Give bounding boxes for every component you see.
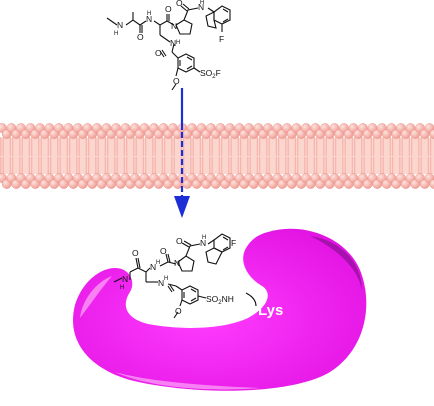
bottom-so2nh: SO2NH <box>206 294 234 306</box>
top-o-3: O <box>176 0 183 8</box>
bottom-o-2: O <box>160 246 167 256</box>
bottom-f: F <box>231 238 236 248</box>
top-n-mid: N <box>146 14 152 24</box>
bottom-h-methyl: H <box>120 285 124 291</box>
bottom-o-3: O <box>132 248 139 258</box>
arrow-head <box>174 196 190 218</box>
lipid-heads-bottom <box>0 173 434 189</box>
top-n-methyl: N <box>117 20 123 30</box>
bottom-n-mid: N <box>150 262 156 272</box>
top-n-ring: N <box>171 21 177 31</box>
lys-label: Lys <box>258 302 283 319</box>
lipid-head <box>429 179 434 189</box>
bottom-molecule-bonds <box>113 233 257 319</box>
protein: Lys <box>73 228 367 391</box>
bottom-n-lower: N <box>158 278 164 288</box>
bottom-n-ring: N <box>174 258 180 268</box>
top-o-1: O <box>137 32 144 42</box>
bottom-n-methyl: N <box>122 274 128 284</box>
top-o-carbonyl: O <box>155 48 162 58</box>
lipid-tails <box>0 137 432 176</box>
protein-shadow-top <box>310 236 362 290</box>
membrane-core <box>0 138 434 174</box>
cell-membrane <box>0 123 434 189</box>
top-o-methoxy: O <box>173 76 180 86</box>
top-f: F <box>219 34 224 44</box>
protein-body <box>73 228 367 391</box>
bottom-o-methoxy: O <box>175 306 182 316</box>
top-h-methyl: H <box>114 31 118 37</box>
top-h-lower: H <box>176 40 180 46</box>
top-so2f: SO2F <box>200 68 221 80</box>
transport-arrow <box>174 88 190 218</box>
top-n-lower: N <box>170 38 176 48</box>
bottom-h-mid: H <box>156 260 160 266</box>
lipid-heads-top <box>0 123 434 139</box>
bottom-molecule: N N H F O O O N H N H N H O SO2NH <box>113 233 257 319</box>
bottom-h-lower: H <box>164 276 168 282</box>
bottom-o-1: O <box>176 236 183 246</box>
top-n-amide: N <box>198 2 204 12</box>
lipid-head <box>429 129 434 139</box>
top-o-2: O <box>165 4 172 14</box>
bottom-h-amide: H <box>202 235 206 241</box>
top-h-mid: H <box>147 11 151 17</box>
protein-highlight-bottom <box>115 372 260 390</box>
bottom-n-amide: N <box>200 238 206 248</box>
top-molecule-bonds <box>106 3 231 91</box>
top-molecule: N H O N H O N O N H F N H O SO2F O <box>106 0 231 91</box>
top-h-amide: H <box>200 0 204 6</box>
